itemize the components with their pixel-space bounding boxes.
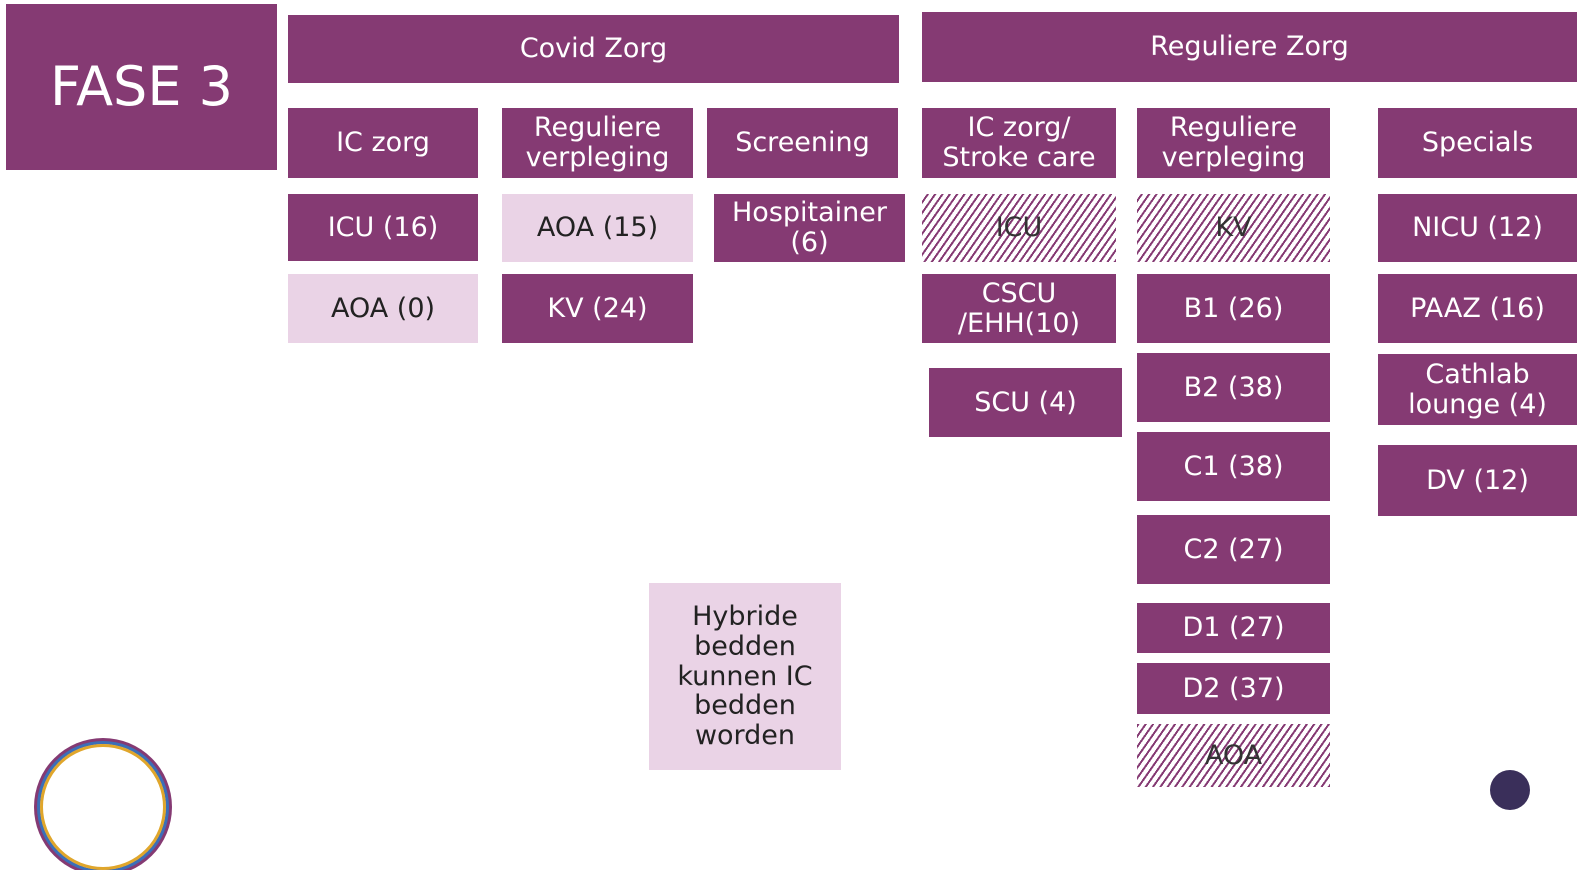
covid-verpleging-item-kv: KV (24) [502,274,693,343]
regular-verpleging-item-b1: B1 (26) [1137,274,1330,343]
regular-ic-item-scu: SCU (4) [929,368,1122,437]
specials-item-dv: DV (12) [1378,445,1577,516]
covid-col-header-verpleging: Reguliere verpleging [502,108,693,178]
specials-item-cathlab: Cathlab lounge (4) [1378,354,1577,425]
regular-verpleging-item-d2: D2 (37) [1137,663,1330,714]
covid-ic-item-aoa: AOA (0) [288,274,478,343]
covid-care-header: Covid Zorg [288,15,899,83]
regular-col-header-ic-stroke: IC zorg/ Stroke care [922,108,1116,178]
covid-col-header-ic-zorg: IC zorg [288,108,478,178]
partner-logo [1490,770,1530,810]
regular-verpleging-item-aoa: AOA [1137,724,1330,787]
regular-col-header-specials: Specials [1378,108,1577,178]
covid-ic-item-icu: ICU (16) [288,194,478,261]
regular-care-header: Reguliere Zorg [922,12,1577,82]
regular-verpleging-item-c1: C1 (38) [1137,432,1330,501]
specials-item-nicu: NICU (12) [1378,194,1577,262]
regular-verpleging-item-kv: KV [1137,194,1330,262]
regular-verpleging-item-b2: B2 (38) [1137,353,1330,422]
regular-ic-item-icu: ICU [922,194,1116,262]
covid-verpleging-item-aoa: AOA (15) [502,194,693,262]
phase-title: FASE 3 [6,4,277,170]
covid-col-header-screening: Screening [707,108,898,178]
regular-ic-item-cscu: CSCU /EHH(10) [922,274,1116,343]
regular-verpleging-item-c2: C2 (27) [1137,515,1330,584]
regular-verpleging-item-d1: D1 (27) [1137,603,1330,653]
hospital-logo [40,744,166,870]
specials-item-paaz: PAAZ (16) [1378,274,1577,343]
covid-screening-item-hospitainer: Hospitainer (6) [714,194,905,262]
regular-col-header-verpleging: Reguliere verpleging [1137,108,1330,178]
hybrid-beds-note: Hybride bedden kunnen IC bedden worden [649,583,841,770]
